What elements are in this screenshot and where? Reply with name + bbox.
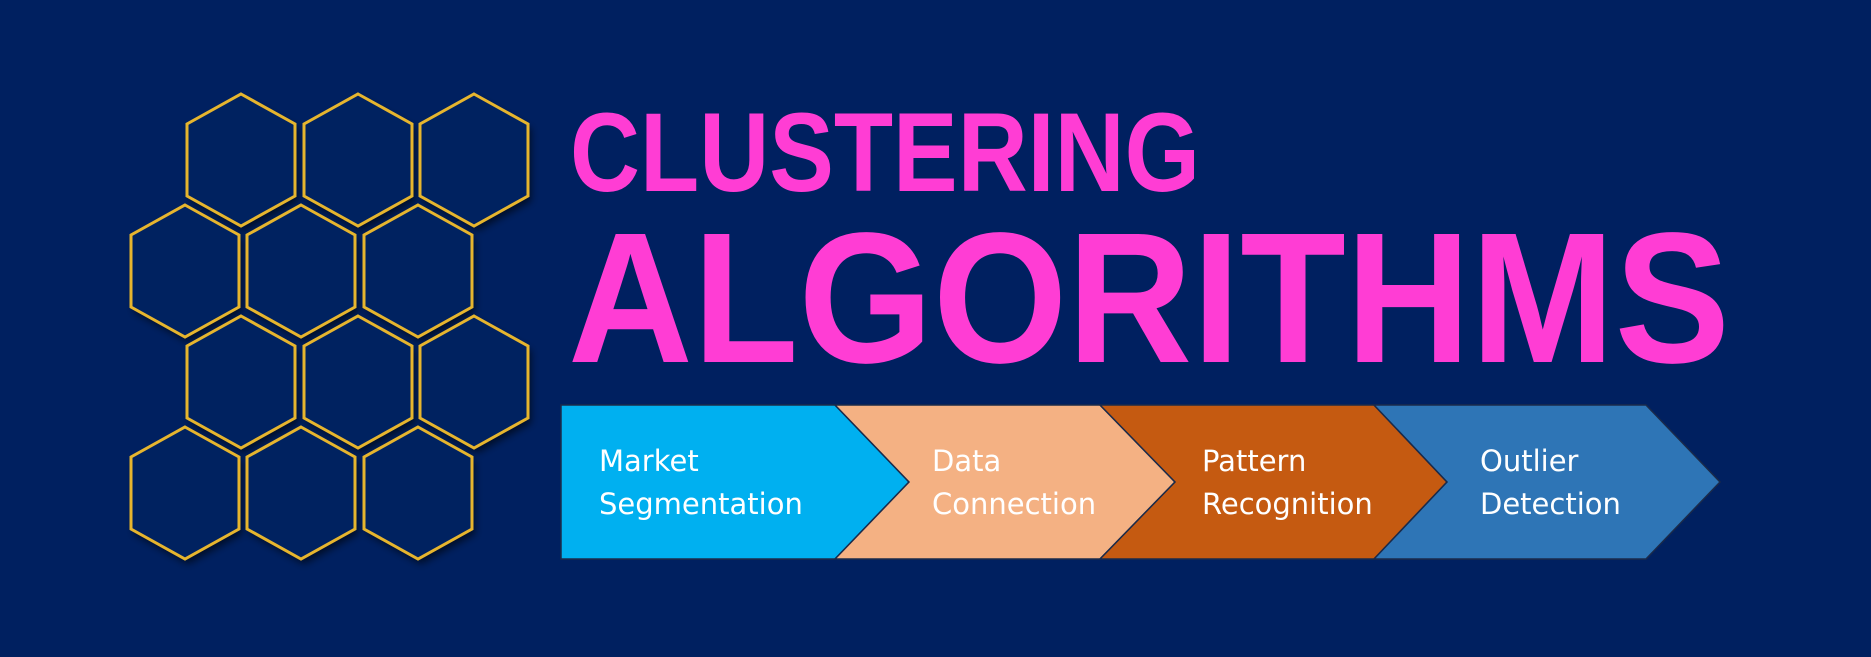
hex-tile-border (245, 425, 357, 561)
hex-tile-shadow (247, 427, 355, 559)
title-line-1: CLUSTERING (570, 90, 1200, 215)
hex-tile-shadow (304, 94, 412, 226)
step-2-line-2: Connection (932, 487, 1096, 521)
hex-tile-shadow (364, 205, 472, 337)
hex-tile-shadow (420, 316, 528, 448)
hex-tile-shadow (131, 427, 239, 559)
hex-tile-shadow (131, 205, 239, 337)
step-2-line-1: Data (932, 444, 1001, 478)
hex-tile-shadow (187, 94, 295, 226)
hex-tile-border (302, 314, 414, 450)
hex-tile-shadow (364, 427, 472, 559)
hex-tile-shadow (247, 205, 355, 337)
step-4-line-2: Detection (1480, 487, 1621, 521)
hex-tile-border (418, 92, 530, 228)
hex-tile-shadow (187, 316, 295, 448)
process-chevron-flow (560, 404, 1722, 560)
step-shape-outlier-detection (1372, 404, 1722, 560)
hex-tile-border (362, 203, 474, 339)
hex-tile-border (185, 92, 297, 228)
hex-tile-border (129, 425, 241, 561)
title-line-2: ALGORITHMS (568, 195, 1730, 402)
hex-photo-mosaic (129, 92, 530, 561)
hex-tile-shadow (420, 94, 528, 226)
hex-tile-border (129, 203, 241, 339)
hex-tile-border (185, 314, 297, 450)
hex-tile-shadow (304, 316, 412, 448)
hex-tile-border (302, 92, 414, 228)
process-step-labels: Market Segmentation Data Connection Patt… (599, 444, 1621, 521)
hex-tile-border (418, 314, 530, 450)
step-4-line-1: Outlier (1480, 444, 1579, 478)
hex-tile-border (362, 425, 474, 561)
hex-tile-border (245, 203, 357, 339)
step-1-line-1: Market (599, 444, 699, 478)
step-3-line-1: Pattern (1202, 444, 1306, 478)
step-1-line-2: Segmentation (599, 487, 803, 521)
step-3-line-2: Recognition (1202, 487, 1373, 521)
